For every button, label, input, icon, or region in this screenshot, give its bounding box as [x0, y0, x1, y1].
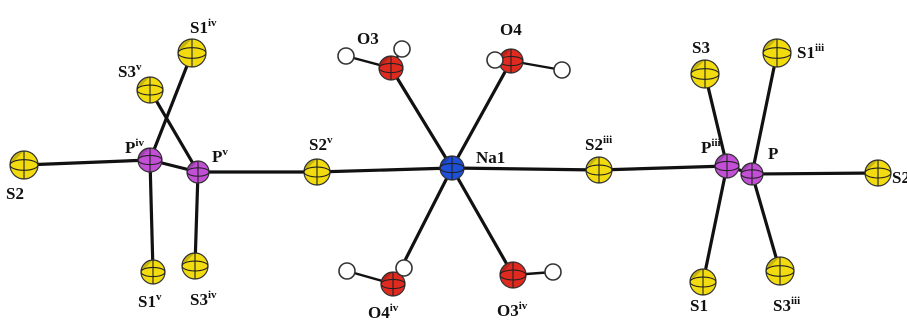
atom-h-o3-a	[393, 40, 411, 58]
label-o3-iv: O3iv	[497, 300, 528, 320]
label-o4-iv: O4iv	[368, 302, 399, 322]
label-s2-right: S2	[892, 168, 907, 187]
bond-o3iv-na1	[450, 166, 515, 277]
atom-p	[740, 162, 764, 186]
bond-s3v-pv	[148, 88, 200, 174]
atoms-layer	[9, 38, 892, 297]
atom-s1-iv	[177, 38, 207, 68]
label-p-v: Pv	[212, 146, 228, 166]
label-s3: S3	[692, 38, 710, 57]
bond-s2iii-piii	[597, 164, 729, 172]
label-s1-iv: S1iv	[190, 17, 217, 37]
label-s1-v: S1v	[138, 291, 162, 311]
labels-layer: S1iv S3v S2 Piv Pv S1v S3iv S2v O3 O4 Na…	[6, 17, 907, 322]
atom-p-iii	[714, 153, 740, 179]
label-s2-v: S2v	[309, 134, 333, 154]
bond-pv-s3iv	[193, 170, 200, 268]
bond-s2v-na1	[315, 166, 454, 174]
label-s1-iii: S1iii	[797, 42, 824, 62]
atom-p-v	[186, 160, 210, 184]
label-p-iii: Piii	[701, 137, 721, 157]
bond-piv-s1v	[148, 158, 155, 274]
atom-h-o4iv-a	[395, 259, 413, 277]
atom-s3-v	[136, 76, 164, 104]
atom-o3-iv	[499, 261, 527, 289]
label-p-iv: Piv	[125, 137, 144, 157]
bond-p-s2r	[750, 171, 880, 176]
bond-o4-na1	[450, 59, 513, 170]
atom-h-o4-b	[553, 61, 571, 79]
atom-s1	[689, 268, 717, 296]
atom-s3-iii	[765, 256, 795, 286]
bond-s2-piv	[22, 158, 152, 167]
atom-s1-iii	[762, 38, 792, 68]
atom-h-o4iv-b	[338, 262, 356, 280]
bond-s3-piii	[703, 72, 729, 168]
atom-s2-v	[303, 158, 331, 186]
atom-na1	[439, 155, 465, 181]
atom-s1-v	[140, 259, 166, 285]
label-o4: O4	[500, 20, 522, 39]
atom-s3	[690, 59, 720, 89]
label-s3-iii: S3iii	[773, 295, 800, 315]
label-s3-iv: S3iv	[190, 289, 217, 309]
bond-s1iv-piv	[148, 51, 194, 162]
atom-s3-iv	[181, 252, 209, 280]
bond-o3-na1	[389, 66, 454, 170]
atom-h-o3iv-a	[544, 263, 562, 281]
atom-h-o3-b	[337, 47, 355, 65]
atom-s2-right	[864, 159, 892, 187]
atom-p-iv	[137, 147, 163, 173]
label-s2: S2	[6, 184, 24, 203]
bond-p-s3iii	[750, 172, 782, 273]
label-s3-v: S3v	[118, 61, 142, 81]
label-s2-iii: S2iii	[585, 134, 612, 154]
atom-o3	[378, 55, 404, 81]
atom-o4-iv	[380, 271, 406, 297]
atom-s2-iii	[585, 156, 613, 184]
label-p: P	[768, 144, 778, 163]
atom-h-o4-a	[486, 51, 504, 69]
label-o3: O3	[357, 29, 379, 48]
label-s1: S1	[690, 296, 708, 315]
label-na1: Na1	[476, 148, 505, 167]
atom-s2	[9, 150, 39, 180]
bond-piii-s1	[701, 164, 729, 284]
bond-na1-s2iii	[450, 166, 601, 172]
bond-s1iii-p	[750, 51, 779, 176]
